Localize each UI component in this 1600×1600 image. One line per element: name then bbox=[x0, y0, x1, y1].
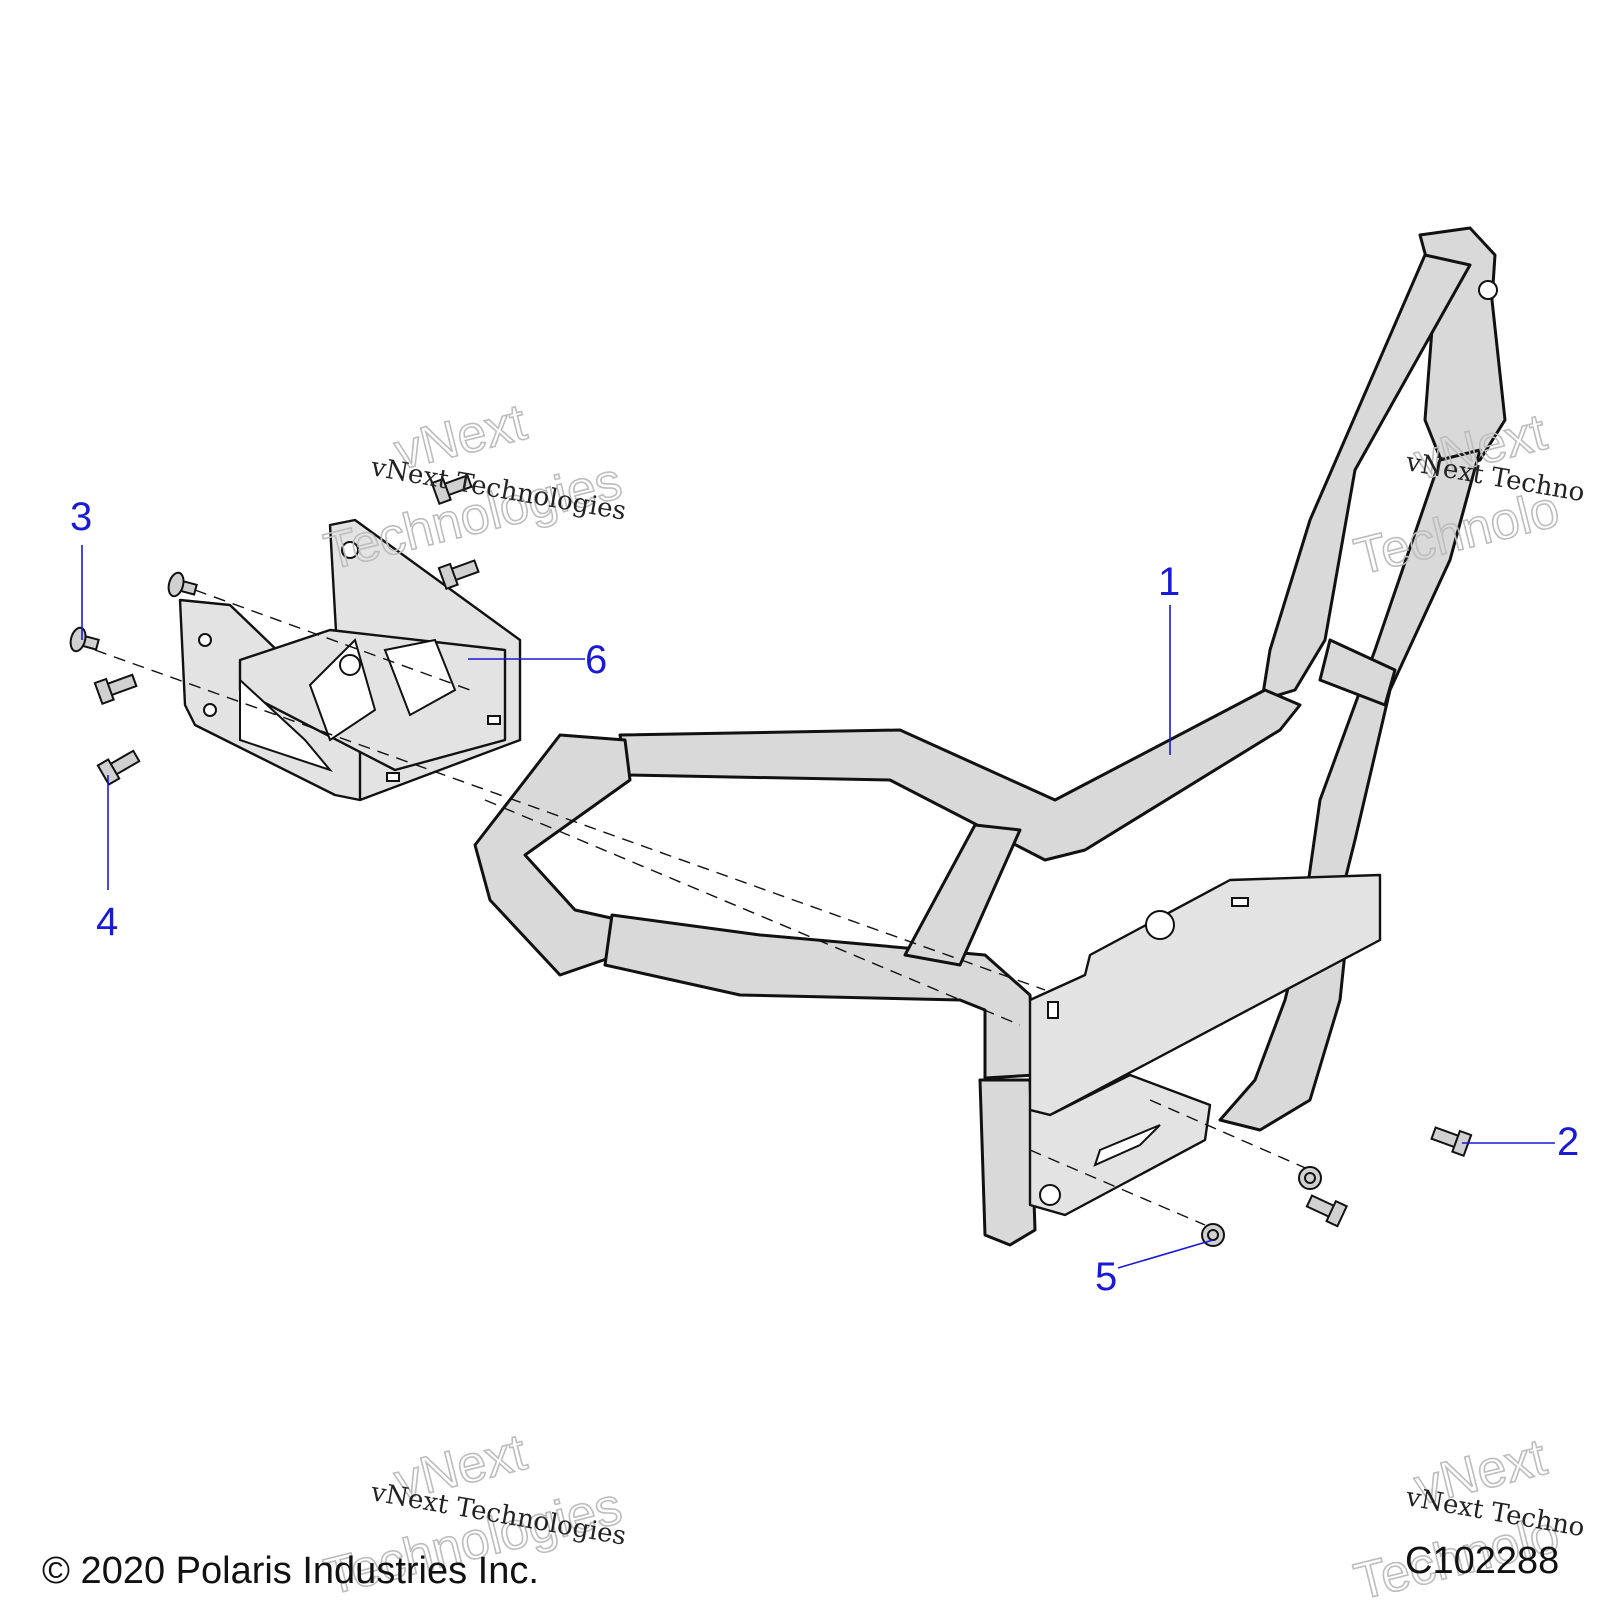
rivet-1 bbox=[167, 571, 198, 598]
fasteners bbox=[69, 474, 1473, 1247]
callout-5: 5 bbox=[1095, 1255, 1117, 1299]
bolt-4a bbox=[93, 673, 138, 706]
callout-2: 2 bbox=[1557, 1120, 1579, 1164]
bolt-4b bbox=[96, 749, 141, 786]
watermark-top-left: vNext Technologies vNext Technologies bbox=[318, 392, 628, 582]
nut-1 bbox=[1298, 1166, 1322, 1190]
rivet-3 bbox=[69, 626, 100, 653]
callout-leaders bbox=[81, 545, 1555, 1269]
bracket-assembly bbox=[178, 518, 522, 802]
assembly-lines bbox=[94, 589, 1311, 1226]
bolt-lower bbox=[1305, 1194, 1349, 1228]
bolt-2 bbox=[1430, 1126, 1473, 1158]
nut-5 bbox=[1201, 1223, 1225, 1247]
bumper-frame bbox=[473, 226, 1507, 1247]
callout-1: 1 bbox=[1158, 560, 1180, 604]
callout-numbers: 1 2 3 4 5 6 bbox=[70, 495, 1579, 1299]
bolt-top-1 bbox=[430, 474, 473, 506]
copyright-notice: © 2020 Polaris Industries Inc. bbox=[42, 1550, 539, 1592]
callout-3: 3 bbox=[70, 495, 92, 539]
callout-6: 6 bbox=[585, 638, 607, 682]
bolt-top-2 bbox=[437, 559, 480, 591]
figure-code: C102288 bbox=[1405, 1540, 1559, 1582]
callout-4: 4 bbox=[96, 900, 118, 944]
